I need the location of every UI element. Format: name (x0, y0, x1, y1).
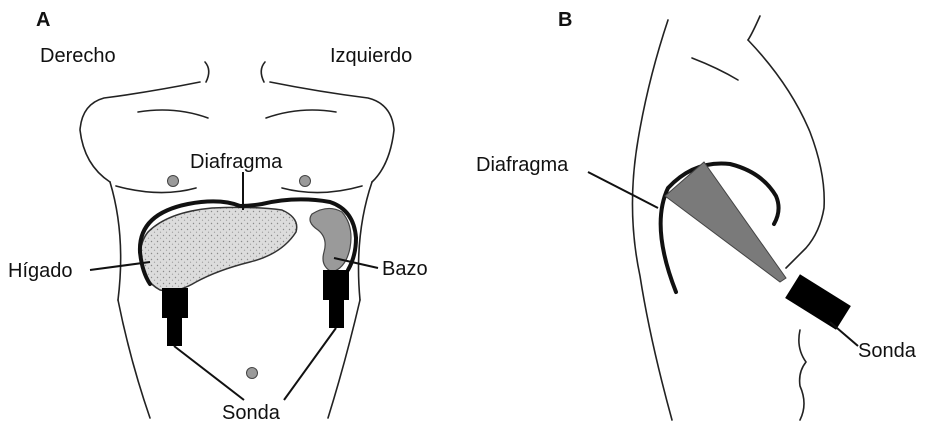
label-diafragma-b: Diafragma (476, 154, 569, 176)
label-sonda-b: Sonda (858, 340, 917, 362)
navel (247, 368, 258, 379)
nipple-right (168, 176, 179, 187)
panel-a: A Derecho Izquierdo (8, 9, 428, 424)
label-higado: Hígado (8, 260, 73, 282)
leader-sonda-b (830, 322, 858, 346)
nipple-left (300, 176, 311, 187)
leader-sonda-left (284, 328, 336, 400)
probe-b (785, 274, 851, 330)
label-diafragma-a: Diafragma (190, 151, 283, 173)
leader-diafragma-b (588, 172, 658, 208)
panel-b-letter: B (558, 9, 572, 31)
ultrasound-beam (665, 162, 786, 282)
panel-a-letter: A (36, 9, 50, 31)
liver-shape (140, 207, 297, 291)
label-derecho: Derecho (40, 45, 116, 67)
label-izquierdo: Izquierdo (330, 45, 412, 67)
probe-right (162, 288, 188, 346)
label-sonda-a: Sonda (222, 402, 281, 424)
spleen-shape (310, 208, 351, 272)
leader-sonda-right (174, 346, 244, 400)
label-bazo: Bazo (382, 258, 428, 280)
probe-left (323, 270, 349, 328)
panel-b: B Diafragma Sonda (476, 9, 917, 420)
